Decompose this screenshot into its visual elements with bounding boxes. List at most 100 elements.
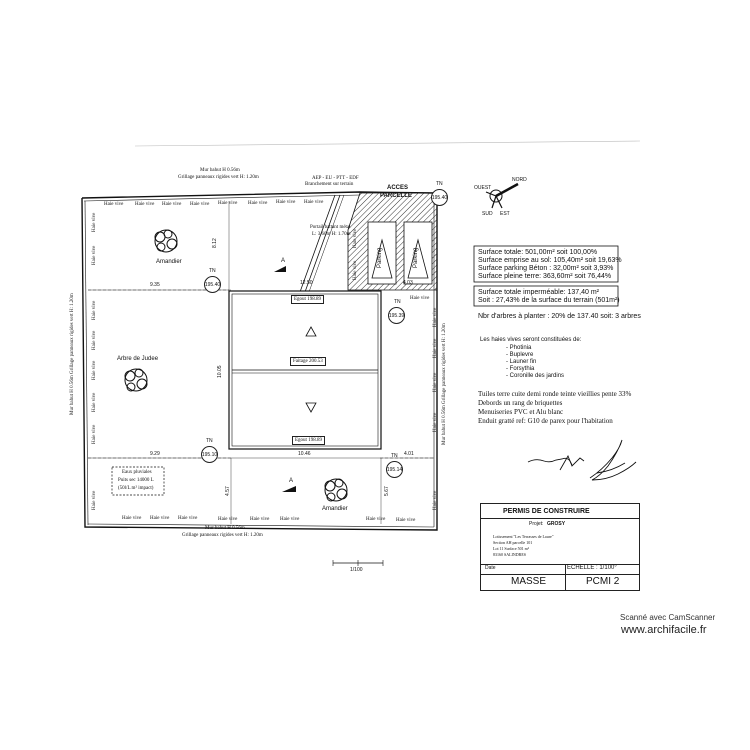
hedge-item: - Launer fin xyxy=(506,359,537,365)
hedge-label: Haie vive xyxy=(396,518,416,523)
hedge-label: Haie vive xyxy=(433,372,438,392)
hedge-label: Haie vive xyxy=(218,517,238,522)
hedge-label: Haie vive xyxy=(178,516,198,521)
hedge-label: Haie vive xyxy=(92,245,97,265)
tank-label-3: (50l/L m² impact) xyxy=(118,486,154,491)
level-bottom-right: 195.14 xyxy=(386,461,403,478)
hedge-item: - Coronille des jardins xyxy=(506,373,565,379)
tree-label-amandier-1: Amandier xyxy=(156,259,182,265)
hedge-label: Haie vive xyxy=(122,516,142,521)
tank-label-1: Eaux pluviales xyxy=(122,470,152,475)
hedge-label: Haie vive xyxy=(92,392,97,412)
dim-9-29: 9.29 xyxy=(150,451,160,457)
hedge-label: Haie vive xyxy=(433,338,438,358)
title-block-info-2: Section AH parcelle 101 xyxy=(493,540,533,545)
surface-line-1: Surface totale: 501,00m² soit 100,00% xyxy=(478,249,598,256)
hedge-label: Haie vive xyxy=(92,300,97,320)
hedge-label: Haie vive xyxy=(92,212,97,232)
hedge-label: Haie vive xyxy=(280,517,300,522)
hedge-item: - Buplevre xyxy=(506,352,534,358)
driveway-edge-3 xyxy=(308,194,345,293)
egout-bottom-label: Egout 198.89 xyxy=(292,436,325,445)
surface-line-2: Surface emprise au sol: 105,40m² soit 19… xyxy=(478,257,622,264)
hedge-label: Haie vive xyxy=(218,201,238,206)
title-block-date-label: Date xyxy=(485,565,496,571)
bottom-fence-label: Grillage panneaux rigides vert H: 1.20m xyxy=(182,533,263,538)
level-house-top-left: 195.40 xyxy=(204,276,221,293)
hedge-label: Haie vive xyxy=(92,424,97,444)
title-block-project-label: Projet: xyxy=(529,521,544,527)
parking-label-left: Parking xyxy=(377,247,383,268)
surface-line-3: Surface parking Béton : 32,00m² soit 3,9… xyxy=(478,265,614,272)
title-block-masse: MASSE xyxy=(511,576,547,587)
material-line-3: Menuiseries PVC et Alu blanc xyxy=(478,408,564,416)
parcel-inner-bottom xyxy=(87,523,435,528)
access-label-2: PARCELLE xyxy=(380,193,412,199)
section-mark-bottom xyxy=(282,486,296,492)
access-label-1: ACCES xyxy=(387,185,409,191)
tree-icon-amandier-1 xyxy=(154,229,178,253)
title-block-project-value: GROSY xyxy=(547,521,566,527)
section-a-top: A xyxy=(281,258,286,264)
impermeable-line-1: Surface totale imperméable: 137,40 m² xyxy=(478,289,600,296)
watermark-label: www.archifacile.fr xyxy=(621,624,707,636)
hedge-label: Haie vive xyxy=(92,330,97,350)
driveway-edge-1 xyxy=(299,194,336,293)
hedge-label: Haie vive xyxy=(433,490,438,510)
parking-bay-left xyxy=(367,221,397,285)
surface-line-4: Surface pleine terre: 363,60m² soit 76,4… xyxy=(478,273,612,280)
hedge-label: Haie vive xyxy=(410,296,430,301)
hedge-label: Haie vive xyxy=(150,516,170,521)
hedge-label: Haie vive xyxy=(190,202,210,207)
portal-label-2: L: 3.60m H: 1.70m xyxy=(312,232,351,237)
dim-4-57: 4.57 xyxy=(225,486,231,496)
hedge-label: Haie vive xyxy=(433,412,438,432)
hedge-label: Haie vive xyxy=(366,517,386,522)
tn-label: TN xyxy=(391,453,398,459)
dim-12-50: 12.50 xyxy=(300,280,313,286)
hedge-label: Haie vive xyxy=(276,200,296,205)
hedge-label: Haie vive xyxy=(104,202,124,207)
title-block: PERMIS DE CONSTRUIRE Projet: GROSY Lotis… xyxy=(480,503,640,591)
hedge-label: Haie vive xyxy=(250,517,270,522)
hedge-label: Haie vive xyxy=(92,360,97,380)
hedge-item: - Forsythia xyxy=(506,366,535,372)
trees-count: Nbr d'arbres à planter : 20% de 137.40 s… xyxy=(478,313,641,320)
rain-tank xyxy=(111,466,165,496)
surfaces-box xyxy=(473,245,619,283)
parking-bay-right xyxy=(403,221,433,285)
title-block-title: PERMIS DE CONSTRUIRE xyxy=(503,508,590,515)
title-block-pcmi: PCMI 2 xyxy=(586,576,620,587)
level-top-right: 195.40 xyxy=(431,189,448,206)
hedge-item: - Photinia xyxy=(506,345,532,351)
hedge-label: Haie vive xyxy=(353,228,358,248)
right-fence-label: Mur bahut H 0.56m Grillage panneaux rigi… xyxy=(442,323,447,445)
hedges-title: Les haies vives seront constituées de: xyxy=(480,337,582,343)
parking-arrow-right xyxy=(407,238,429,279)
material-line-2: Debords un rang de briquettes xyxy=(478,399,563,407)
parcel-inner-left xyxy=(84,200,89,526)
dim-4-03: 4.03 xyxy=(403,280,413,286)
slope-arrow-down xyxy=(305,402,317,413)
scan-edge-line xyxy=(134,140,641,147)
level-right: 195.39 xyxy=(388,307,405,324)
hedge-label: Haie vive xyxy=(248,201,268,206)
dim-4-01: 4.01 xyxy=(404,451,414,457)
compass-rose-icon xyxy=(485,182,519,209)
impermeable-box xyxy=(473,285,619,307)
hedge-label: Haie vive xyxy=(433,307,438,327)
compass-n: NORD xyxy=(512,177,527,183)
scale-label: 1/100 xyxy=(350,567,363,573)
tree-label-amandier-2: Amandier xyxy=(322,506,348,512)
hedge-label: Haie vive xyxy=(135,202,155,207)
scanned-label: Scanné avec CamScanner xyxy=(620,613,716,622)
parking-arrow-left xyxy=(371,238,393,279)
egout-top-label: Egout 198.89 xyxy=(291,295,324,304)
top-fence-label: Grillage panneaux rigides vert H: 1.20m xyxy=(178,175,259,180)
title-block-scale: ECHELLE : 1/100° xyxy=(567,565,617,571)
hedge-label: Haie vive xyxy=(92,490,97,510)
gate-label-1: AEP - EU - PTT - EDF xyxy=(312,176,359,181)
level-bottom-left: 195.10 xyxy=(201,446,218,463)
material-line-4: Enduit gratté ref: G10 de parex pour l'h… xyxy=(478,417,613,425)
